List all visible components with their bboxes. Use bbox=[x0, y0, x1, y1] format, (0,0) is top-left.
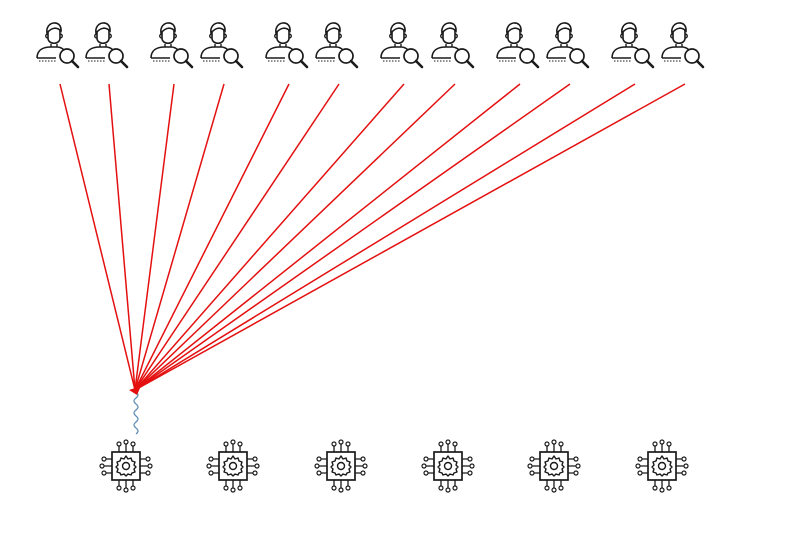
connection-line-user-5 bbox=[134, 83, 290, 391]
connection-line-user-2 bbox=[108, 83, 136, 391]
user-search-icon bbox=[199, 21, 244, 69]
connection-line-user-3 bbox=[134, 83, 175, 391]
processor-icon-row bbox=[99, 439, 689, 493]
connection-line-user-8 bbox=[134, 83, 456, 391]
user-search-icon bbox=[495, 21, 540, 69]
processor-gear-icon bbox=[527, 439, 581, 493]
user-search-icon bbox=[149, 21, 194, 69]
connection-line-user-11 bbox=[134, 83, 636, 391]
user-search-icon bbox=[545, 21, 590, 69]
user-search-icon bbox=[314, 21, 359, 69]
user-search-icon bbox=[264, 21, 309, 69]
processor-gear-icon bbox=[314, 439, 368, 493]
connection-line-user-1 bbox=[59, 83, 136, 391]
processor-gear-icon bbox=[421, 439, 475, 493]
connection-line-user-4 bbox=[134, 83, 225, 391]
connection-line-user-9 bbox=[134, 83, 521, 391]
user-search-icon bbox=[610, 21, 655, 69]
connection-line-user-7 bbox=[134, 83, 405, 391]
user-search-icon bbox=[379, 21, 424, 69]
connection-lines bbox=[59, 83, 686, 391]
user-icon-row bbox=[35, 21, 705, 69]
connection-line-user-10 bbox=[134, 83, 571, 391]
connection-line-user-6 bbox=[134, 83, 340, 391]
processor-gear-icon bbox=[635, 439, 689, 493]
connection-line-user-12 bbox=[134, 83, 686, 391]
user-search-icon bbox=[35, 21, 80, 69]
user-search-icon bbox=[430, 21, 475, 69]
processor-gear-icon bbox=[206, 439, 260, 493]
convergence-point-arrow bbox=[129, 386, 141, 395]
user-search-icon bbox=[84, 21, 129, 69]
wavy-link-to-processor bbox=[133, 391, 139, 435]
processor-gear-icon bbox=[99, 439, 153, 493]
user-search-icon bbox=[660, 21, 705, 69]
